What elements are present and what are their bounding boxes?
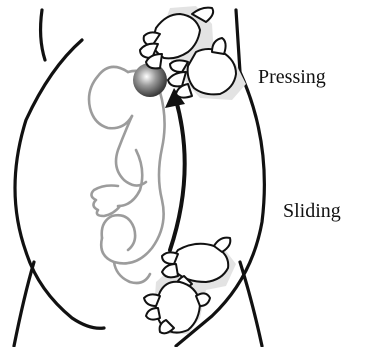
left-thigh-line <box>14 262 34 346</box>
pressing-label: Pressing <box>258 66 326 88</box>
lower-hands-icon <box>144 238 236 334</box>
fetus-foot <box>114 262 150 283</box>
fetus-back <box>101 71 164 264</box>
right-thigh-line <box>240 262 262 346</box>
right-flank-line <box>236 10 240 72</box>
sliding-label: Sliding <box>283 200 341 222</box>
fetus-hand <box>91 186 120 217</box>
fetus-silhouette <box>89 67 165 283</box>
sliding-arrow-icon <box>165 88 185 250</box>
fetus-head <box>89 67 132 128</box>
left-flank-line <box>41 10 45 60</box>
fetus-leg <box>102 215 135 250</box>
